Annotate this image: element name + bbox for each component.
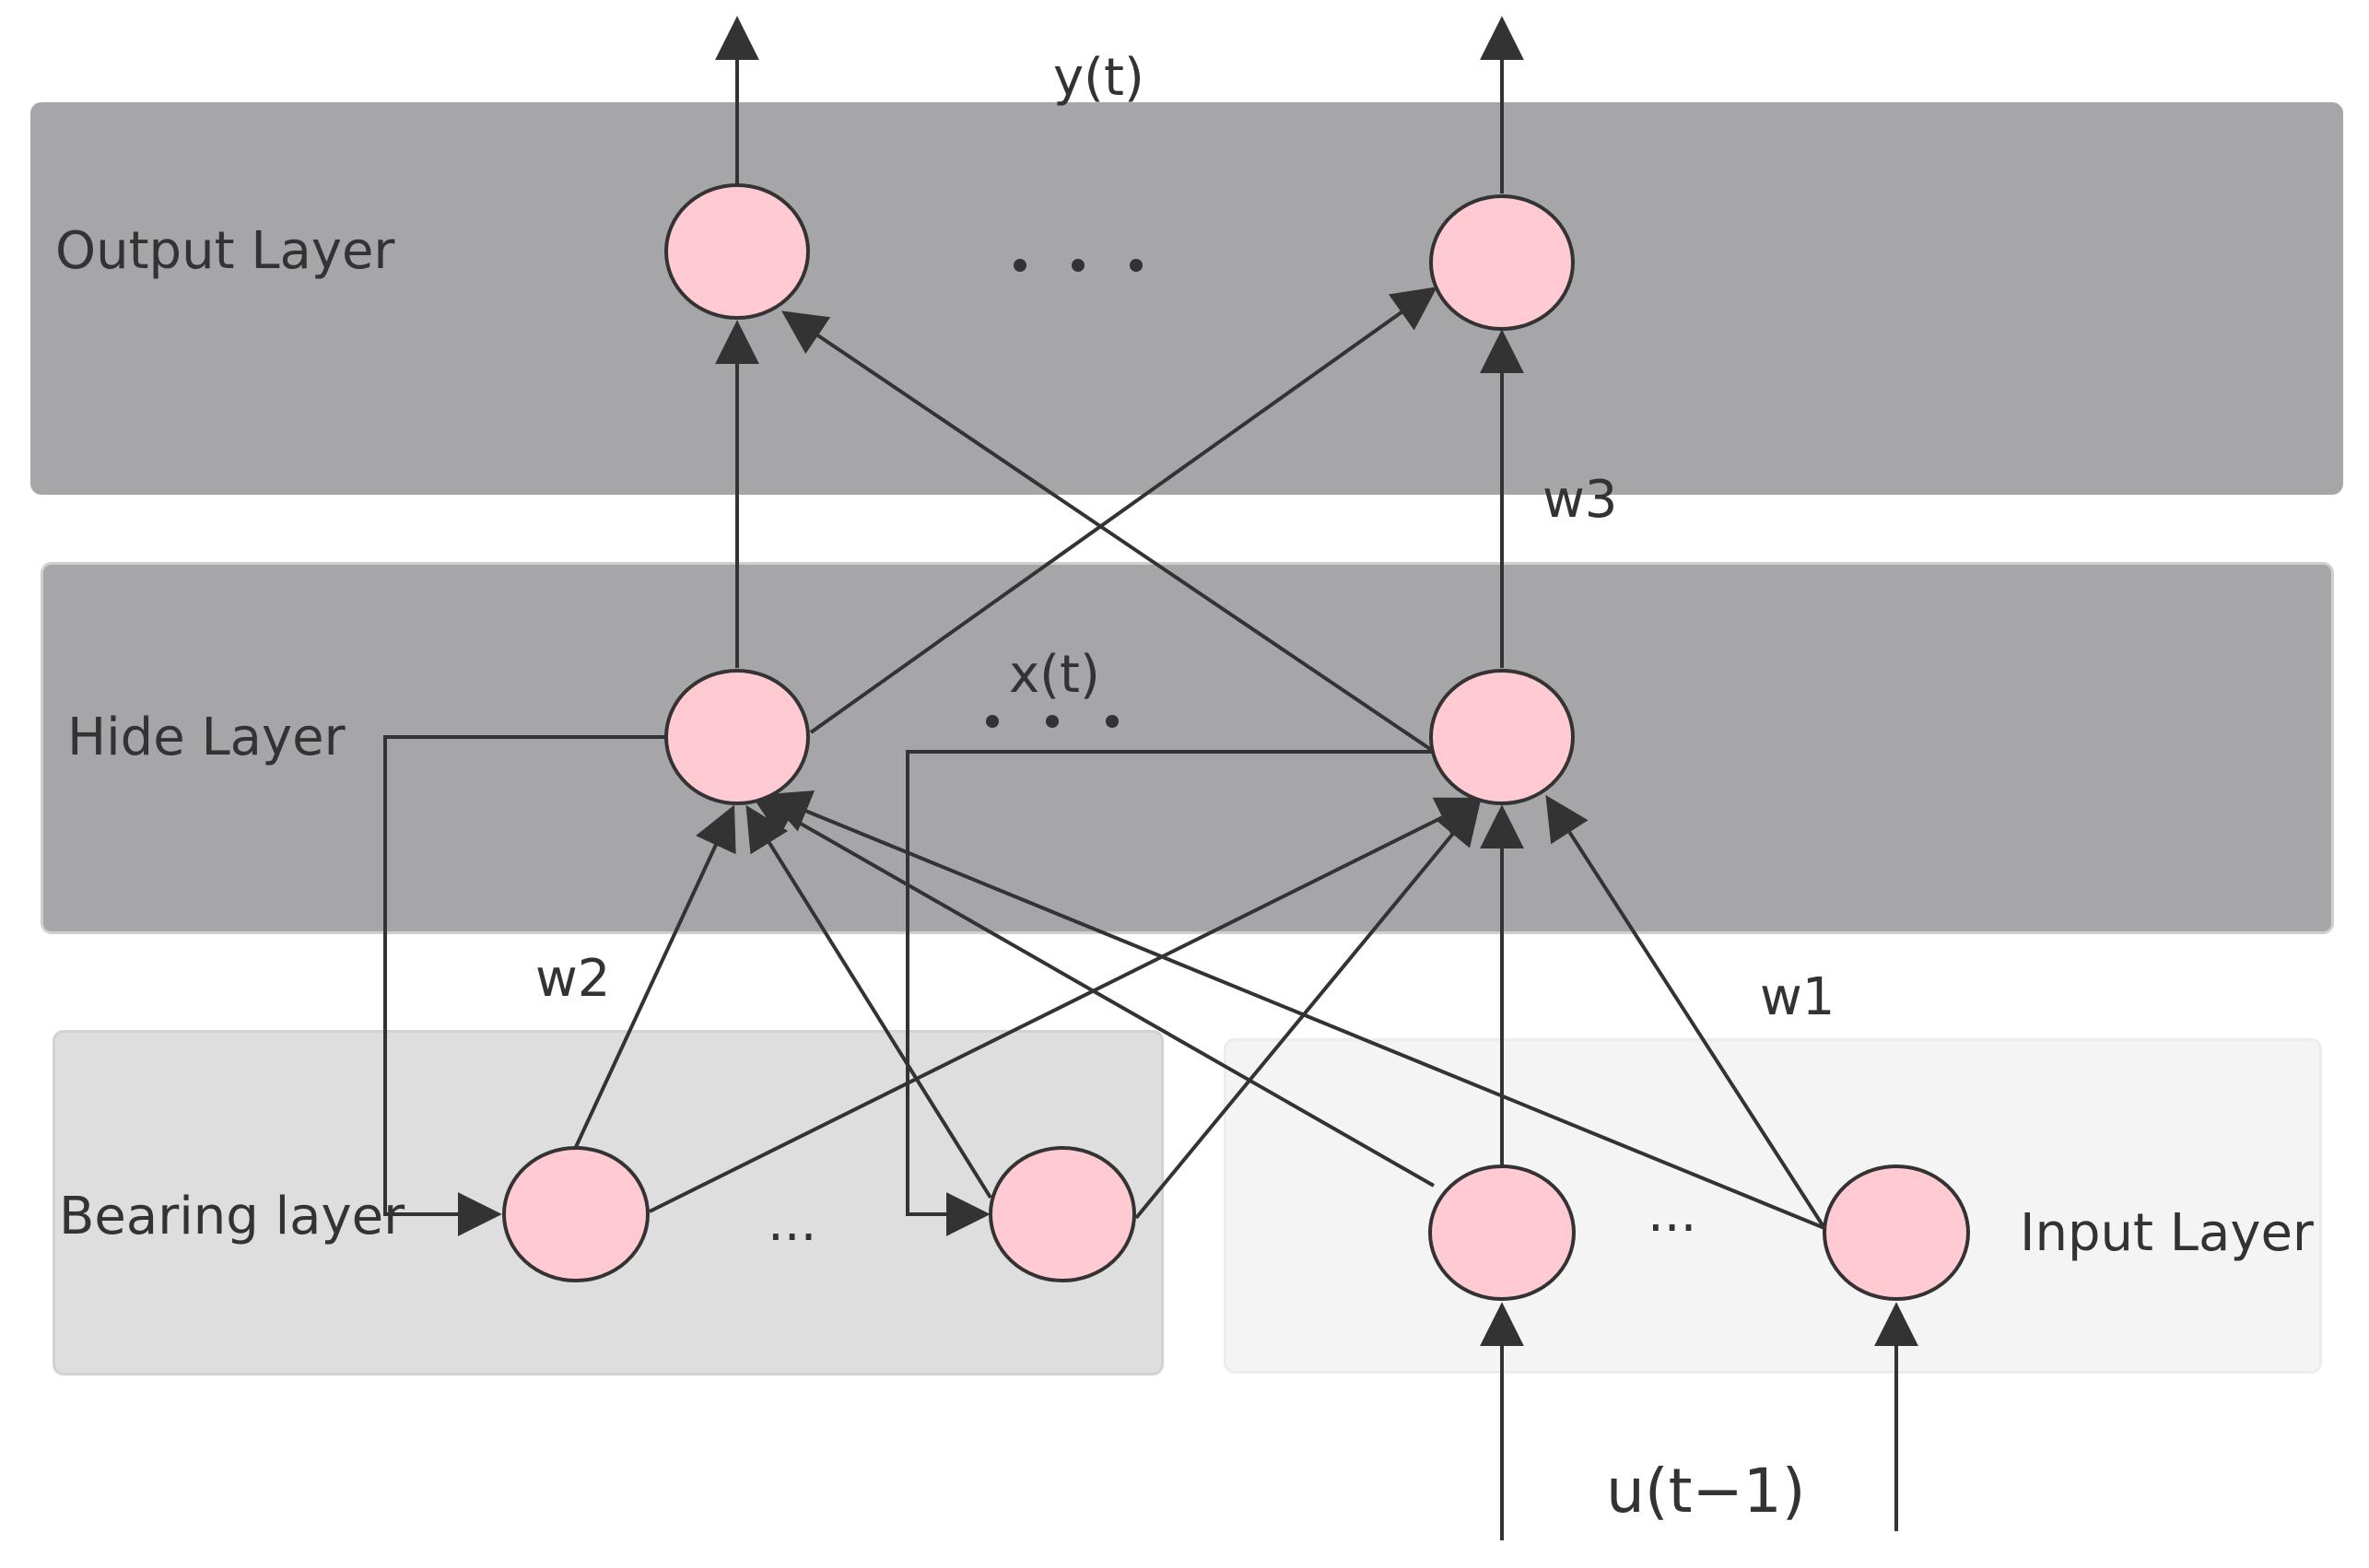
hidden-ellipsis-dot-3 <box>1106 715 1119 728</box>
input-ellipsis: ... <box>1648 1184 1697 1244</box>
hidden-node-1 <box>664 669 810 805</box>
edge-h1-o2 <box>809 287 1437 734</box>
input-variable-label: u(t−1) <box>1606 1456 1806 1527</box>
edge-h2-context <box>906 750 1433 1236</box>
hidden-ellipsis-dot-2 <box>1046 715 1059 728</box>
bearing-layer-label: Bearing layer <box>59 1187 405 1246</box>
output-layer-band <box>30 102 2343 495</box>
weight-w3-label: w3 <box>1542 470 1618 530</box>
weight-w1-label: w1 <box>1760 967 1835 1027</box>
edge-h2-o1 <box>781 310 1435 753</box>
edge-i2-h1 <box>765 790 1825 1230</box>
edge-i1-h1 <box>751 795 1435 1188</box>
bearing-node-1 <box>502 1146 650 1282</box>
bearing-ellipsis: ... <box>768 1193 817 1253</box>
weight-w2-label: w2 <box>535 949 611 1009</box>
output-variable-label: y(t) <box>1053 48 1144 108</box>
hide-layer-label: Hide Layer <box>67 708 346 767</box>
output-ellipsis-dot-1 <box>1014 259 1026 272</box>
output-layer-label: Output Layer <box>55 221 395 281</box>
edge-b2-h1 <box>745 804 992 1199</box>
edge-i2-h2 <box>1545 794 1826 1230</box>
edge-h1-context <box>383 735 668 1236</box>
output-node-2 <box>1429 194 1575 331</box>
hidden-ellipsis-dot-1 <box>986 715 999 728</box>
input-layer-label: Input Layer <box>2020 1203 2314 1263</box>
input-node-1 <box>1428 1164 1576 1301</box>
edge-b1-h2 <box>649 797 1483 1213</box>
bearing-node-2 <box>989 1146 1136 1282</box>
edge-b2-h2 <box>1134 800 1482 1220</box>
input-node-2 <box>1823 1164 1970 1301</box>
hidden-variable-label: x(t) <box>1009 645 1100 705</box>
hidden-node-2 <box>1429 669 1575 805</box>
output-node-1 <box>664 183 810 320</box>
edge-b1-h1 <box>574 804 736 1148</box>
output-ellipsis-dot-2 <box>1072 259 1085 272</box>
output-ellipsis-dot-3 <box>1130 259 1143 272</box>
hide-layer-band <box>41 562 2334 934</box>
